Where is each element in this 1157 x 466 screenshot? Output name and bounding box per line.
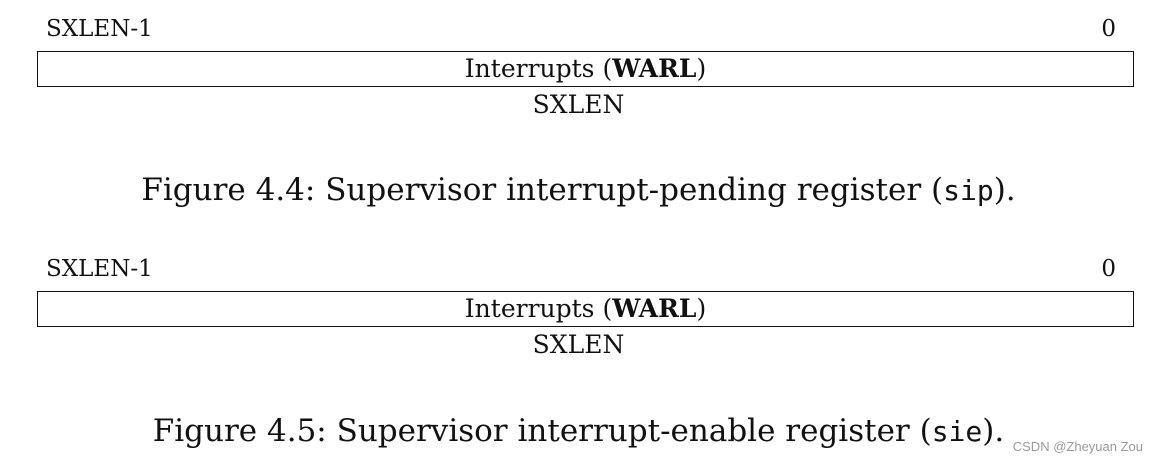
field-name: Interrupts ( [464, 54, 613, 83]
field-close: ) [696, 54, 707, 83]
caption-suffix: ). [993, 172, 1016, 208]
field-close: ) [696, 294, 707, 323]
bit-low-label: 0 [1101, 256, 1116, 282]
bit-high-label: SXLEN-1 [46, 256, 153, 282]
figure-caption: Figure 4.5: Supervisor interrupt-enable … [0, 413, 1157, 449]
bit-high-label: SXLEN-1 [46, 16, 153, 42]
caption-prefix: Figure 4.5: Supervisor interrupt-enable … [152, 413, 932, 449]
caption-code: sie [931, 415, 983, 448]
caption-suffix: ). [982, 413, 1005, 449]
field-name: Interrupts ( [464, 294, 613, 323]
bit-low-label: 0 [1101, 16, 1116, 42]
bit-range: SXLEN-1 0 [46, 256, 1116, 284]
figure-caption: Figure 4.4: Supervisor interrupt-pending… [0, 172, 1157, 208]
register-field: Interrupts (WARL) [37, 51, 1134, 87]
caption-prefix: Figure 4.4: Supervisor interrupt-pending… [141, 172, 944, 208]
watermark: CSDN @Zheyuan Zou [1012, 439, 1143, 454]
field-width-label: SXLEN [532, 330, 625, 359]
register-field: Interrupts (WARL) [37, 291, 1134, 327]
bit-range: SXLEN-1 0 [46, 16, 1116, 44]
caption-code: sip [943, 174, 994, 207]
field-access: WARL [612, 54, 697, 83]
field-access: WARL [612, 294, 697, 323]
field-width-label: SXLEN [532, 90, 625, 119]
